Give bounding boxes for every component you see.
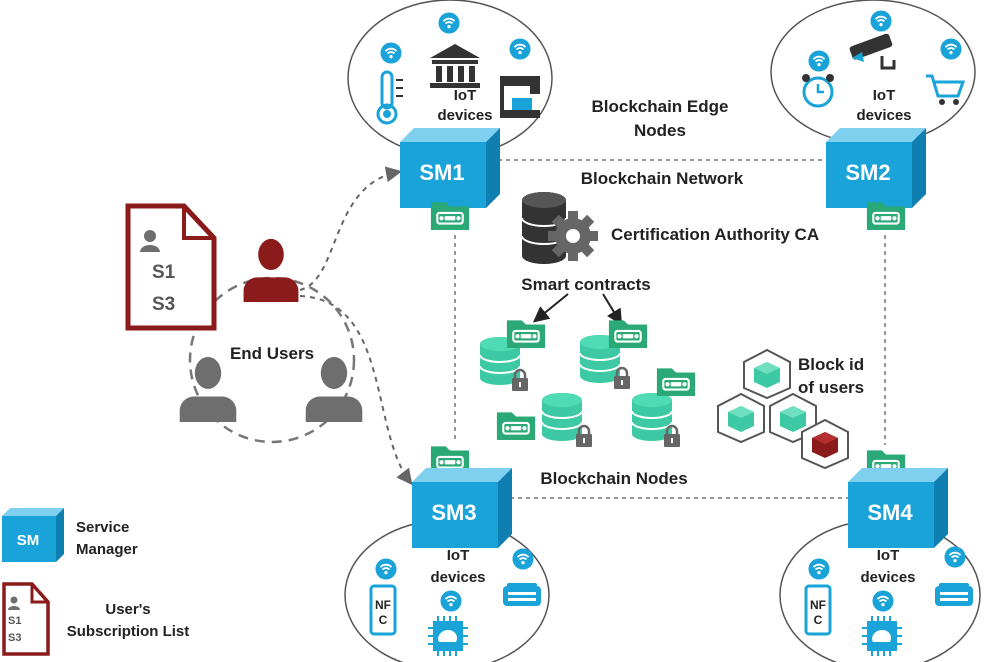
svg-text:SM4: SM4 <box>867 500 913 525</box>
legend-doc-text-line2: Subscription List <box>67 623 190 640</box>
arrow-user-to-sm1 <box>299 166 402 291</box>
network-label: Blockchain Network <box>581 169 744 188</box>
edge-nodes-label-line1: Blockchain Edge <box>592 97 729 116</box>
blockchain-node-cluster <box>479 319 697 448</box>
service-manager-sm1: SM1 <box>400 128 500 208</box>
shopping-cart-icon <box>926 74 966 105</box>
coffee-machine-icon <box>500 76 540 118</box>
iot-label-sm3-line1: IoT <box>447 547 470 564</box>
security-camera-icon <box>849 33 896 70</box>
end-users-ring <box>188 276 356 444</box>
arrow-user-to-sm3 <box>299 295 413 486</box>
router-icon <box>935 583 973 606</box>
nfc-phone-icon: NF C <box>804 584 832 636</box>
svg-text:S1: S1 <box>8 615 21 627</box>
iot-label-sm4-line2: devices <box>860 569 915 586</box>
contract-box-icon <box>607 319 649 349</box>
iot-label-sm2-line1: IoT <box>873 87 896 104</box>
contract-arrow-right <box>602 293 623 326</box>
legend-doc-text-line1: User's <box>105 601 150 618</box>
legend-subscription-doc: S1 S3 <box>2 582 50 656</box>
primary-user-icon <box>243 238 299 302</box>
contract-box-icon <box>505 319 547 349</box>
contract-box-icon <box>655 367 697 397</box>
end-users-label: End Users <box>230 344 314 363</box>
wifi-icon <box>808 50 830 72</box>
iot-label-sm1-line2: devices <box>437 107 492 124</box>
iot-label-sm4-line1: IoT <box>877 547 900 564</box>
network-links <box>454 159 886 499</box>
wifi-icon <box>440 590 462 612</box>
lock-icon <box>574 424 594 448</box>
svg-text:SM3: SM3 <box>431 500 476 525</box>
svg-text:SM2: SM2 <box>845 160 890 185</box>
chip-icon <box>428 616 468 656</box>
subscription-document: S1 S3 <box>125 203 217 331</box>
wifi-icon <box>375 558 397 580</box>
svg-text:NF: NF <box>810 598 826 612</box>
service-manager-sm3: SM3 <box>412 468 512 548</box>
nfc-phone-icon: NF C <box>369 584 397 636</box>
block-cube-icon <box>743 349 791 399</box>
wifi-icon <box>512 548 534 570</box>
ca-label: Certification Authority CA <box>611 225 819 244</box>
user-icon <box>179 356 237 422</box>
router-icon <box>503 583 541 606</box>
svg-text:S3: S3 <box>8 632 21 644</box>
lock-icon <box>612 366 632 390</box>
legend-service-manager: SM <box>2 508 64 562</box>
wifi-icon <box>940 38 962 60</box>
iot-label-sm1-line1: IoT <box>454 87 477 104</box>
thermometer-icon <box>376 70 403 125</box>
wifi-icon <box>380 42 402 64</box>
block-id-label-line2: of users <box>798 378 864 397</box>
alarm-clock-icon <box>802 74 834 108</box>
wifi-icon <box>872 590 894 612</box>
svg-text:C: C <box>379 613 388 627</box>
bank-icon <box>430 44 480 88</box>
edge-nodes-label-line2: Nodes <box>634 121 686 140</box>
svg-text:SM1: SM1 <box>419 160 464 185</box>
block-cube-icon <box>717 393 765 443</box>
contract-arrow-left <box>532 293 569 323</box>
smart-contracts-label: Smart contracts <box>521 275 650 294</box>
svg-text:S1: S1 <box>152 262 176 283</box>
wifi-icon <box>509 38 531 60</box>
iot-label-sm3-line2: devices <box>430 569 485 586</box>
wifi-icon <box>808 558 830 580</box>
user-icon <box>140 230 160 252</box>
legend-sm-text-line1: Service <box>76 519 129 536</box>
svg-text:C: C <box>814 613 823 627</box>
gear-icon <box>548 211 598 261</box>
chip-icon <box>862 616 902 656</box>
contract-box-icon <box>495 411 537 441</box>
service-manager-sm2: SM2 <box>826 128 926 208</box>
ledger-database-icon <box>541 392 583 442</box>
wifi-icon <box>870 10 892 32</box>
wifi-icon <box>944 546 966 568</box>
iot-label-sm2-line2: devices <box>856 107 911 124</box>
svg-text:SM: SM <box>17 532 40 549</box>
block-id-label-line1: Block id <box>798 355 864 374</box>
svg-text:S3: S3 <box>152 294 175 315</box>
legend-sm-text-line2: Manager <box>76 541 138 558</box>
service-manager-sm4: SM4 <box>848 468 948 548</box>
blockchain-nodes-label: Blockchain Nodes <box>540 469 687 488</box>
wifi-icon <box>438 12 460 34</box>
svg-text:NF: NF <box>375 598 391 612</box>
